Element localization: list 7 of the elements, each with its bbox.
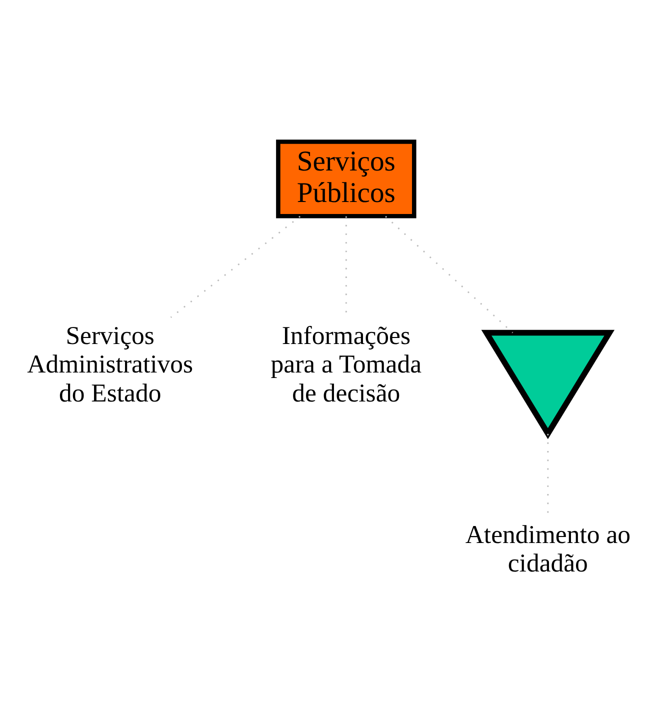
node-box: Serviços Públicos bbox=[276, 139, 416, 218]
connector bbox=[170, 215, 301, 318]
node-text: Informações para a Tomada de decisão bbox=[270, 320, 422, 407]
node-text: Atendimento ao cidadão bbox=[465, 519, 631, 578]
node-text: Serviços Administrativos do Estado bbox=[27, 320, 194, 407]
node-arrow bbox=[481, 329, 615, 439]
connector bbox=[385, 215, 514, 333]
